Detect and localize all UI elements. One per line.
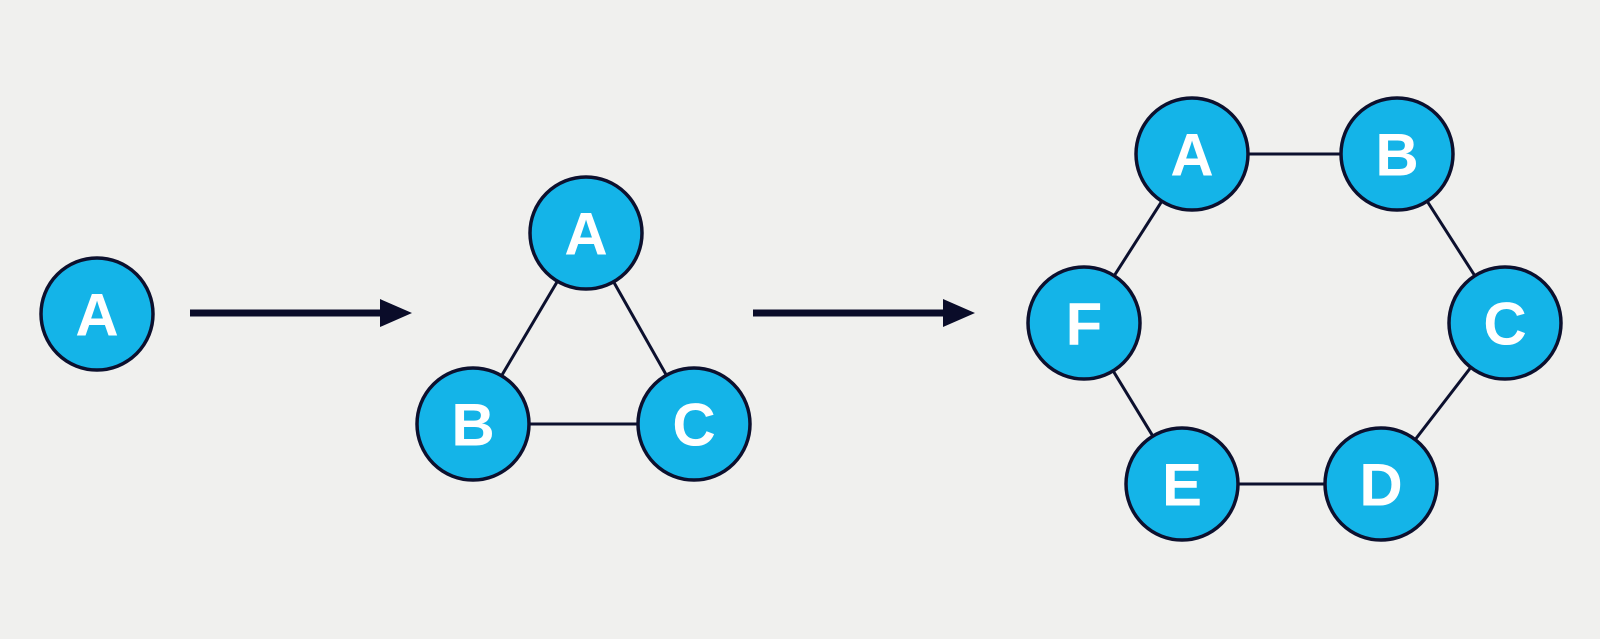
- node-label-hexagon-e: E: [1162, 452, 1202, 519]
- node-hexagon-e: [1124, 426, 1240, 542]
- node-label-triangle-a: A: [564, 201, 607, 268]
- node-hexagon-c: [1447, 265, 1563, 381]
- transition-arrow-1: [190, 299, 412, 327]
- node-hexagon-f: [1026, 265, 1142, 381]
- node-hexagon-d: [1323, 426, 1439, 542]
- node-label-hexagon-f: F: [1066, 291, 1103, 358]
- node-label-hexagon-d: D: [1359, 452, 1402, 519]
- node-label-triangle-c: C: [672, 392, 715, 459]
- graph-single: A: [39, 256, 155, 372]
- node-single-a: [39, 256, 155, 372]
- node-label-single-a: A: [75, 282, 118, 349]
- node-label-triangle-b: B: [451, 392, 494, 459]
- node-label-hexagon-a: A: [1170, 122, 1213, 189]
- graph-hexagon: A B C D E F: [1026, 96, 1563, 542]
- node-label-hexagon-c: C: [1483, 291, 1526, 358]
- arrow-head-icon: [943, 299, 975, 327]
- node-hexagon-b: [1339, 96, 1455, 212]
- node-label-hexagon-b: B: [1375, 122, 1418, 189]
- node-hexagon-a: [1134, 96, 1250, 212]
- node-triangle-b: [415, 366, 531, 482]
- node-triangle-a: [528, 175, 644, 291]
- arrow-head-icon: [380, 299, 412, 327]
- graph-triangle: A B C: [415, 175, 752, 482]
- transition-arrow-2: [753, 299, 975, 327]
- node-triangle-c: [636, 366, 752, 482]
